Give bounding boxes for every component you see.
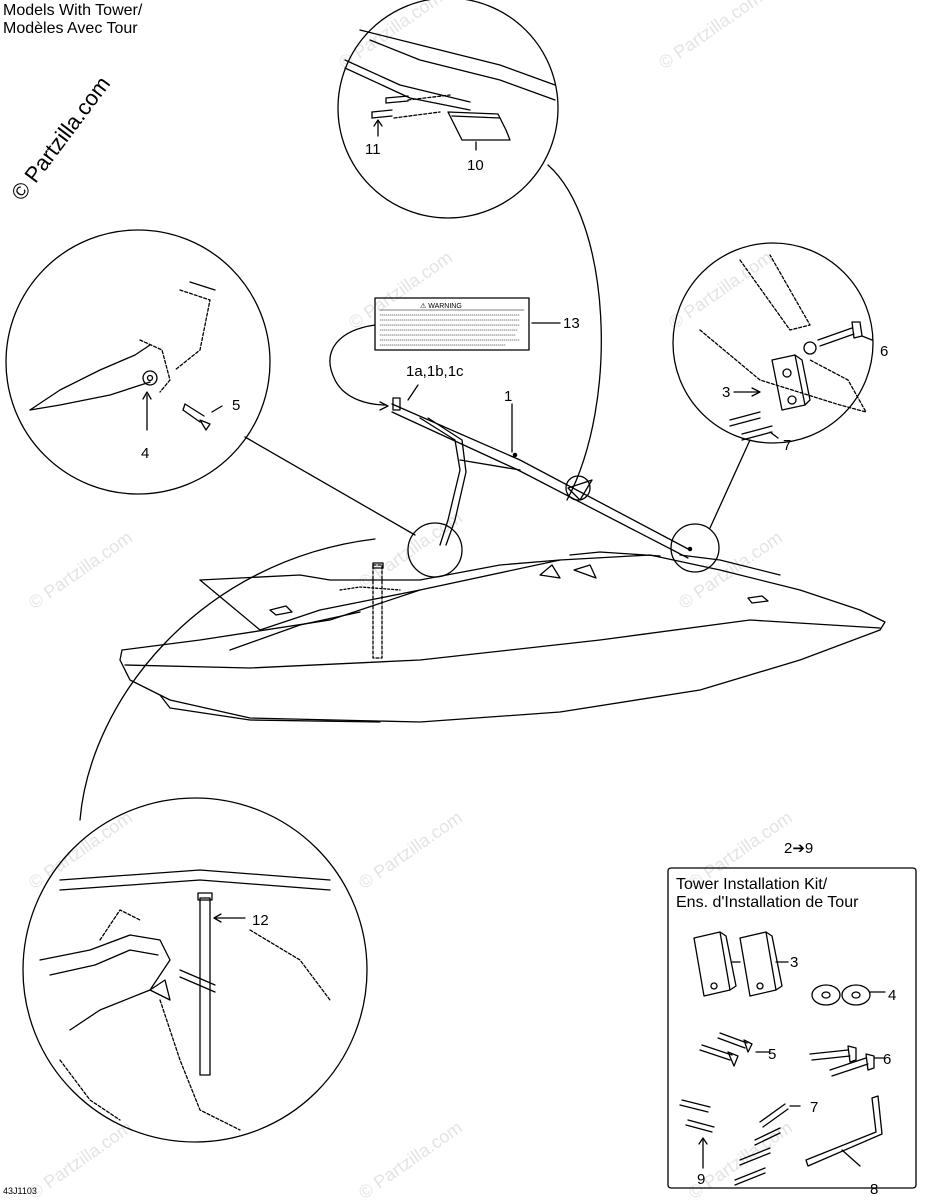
leader-lines (79, 164, 751, 821)
callout-4: 4 (141, 445, 149, 462)
detail-circle-bolt (22, 797, 368, 1143)
kit-callout-6: 6 (883, 1051, 891, 1068)
callout-numbers: 1 1a,1b,1c 3 4 5 6 7 10 11 12 13 2➔9 3 4… (141, 141, 896, 1198)
warning-decal-title: ⚠ WARNING (420, 302, 462, 310)
callout-6: 6 (880, 343, 888, 360)
kit-title-line-2: Ens. d'Installation de Tour (676, 894, 859, 911)
detail-circle-mirror (337, 0, 559, 219)
callout-13: 13 (563, 315, 580, 332)
callout-7: 7 (783, 437, 791, 454)
installation-kit-box (667, 867, 917, 1189)
callout-1: 1 (504, 388, 512, 405)
callout-11: 11 (365, 141, 381, 158)
tower-assembly (391, 397, 693, 559)
reference-code: 43J1103 (3, 1186, 37, 1196)
kit-callout-7: 7 (810, 1099, 818, 1116)
boat-hull (119, 551, 886, 723)
bolt-12-location (372, 564, 383, 659)
bolt-12-head (372, 562, 384, 569)
kit-callout-3: 3 (790, 954, 798, 971)
kit-callout-8: 8 (870, 1181, 878, 1198)
warning-decal (374, 297, 561, 351)
detail-circle-mount-right (672, 242, 874, 444)
callout-10: 10 (467, 157, 484, 174)
kit-callout-9: 9 (697, 1171, 705, 1188)
heading-line-1: Models With Tower/ (3, 2, 143, 19)
callout-5: 5 (232, 397, 240, 414)
detail-circle-mount-left (5, 229, 271, 495)
detail-ring-right (670, 523, 720, 573)
kit-title: Tower Installation Kit/ Ens. d'Installat… (676, 876, 858, 912)
kit-range-label: 2➔9 (784, 840, 813, 857)
kit-title-line-1: Tower Installation Kit/ (676, 876, 828, 893)
kit-callout-5: 5 (768, 1046, 776, 1063)
heading-line-2: Modèles Avec Tour (3, 20, 138, 37)
kit-callout-4: 4 (888, 987, 896, 1004)
callout-1abc: 1a,1b,1c (406, 363, 464, 380)
callout-3: 3 (722, 384, 730, 401)
diagram-heading: Models With Tower/ Modèles Avec Tour (3, 2, 142, 38)
detail-ring-left (407, 522, 463, 578)
callout-12: 12 (252, 912, 269, 929)
